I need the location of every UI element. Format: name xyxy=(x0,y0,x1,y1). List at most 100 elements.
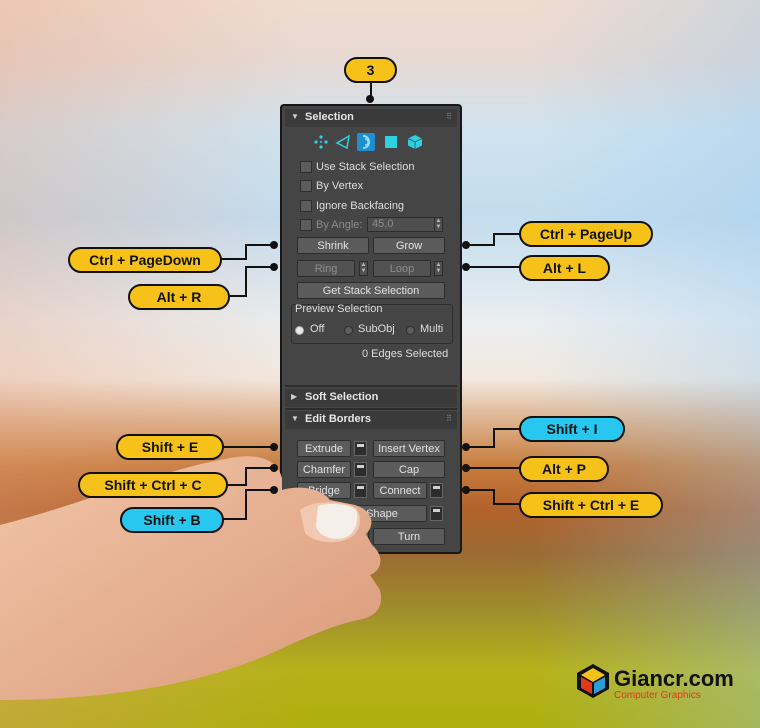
angle-field[interactable]: 45,0 xyxy=(367,217,435,232)
connector-wire xyxy=(245,467,275,469)
collapse-arrow-icon: ▼ xyxy=(291,414,299,423)
edit-tri-button[interactable] xyxy=(297,528,369,545)
collapse-arrow-icon: ▼ xyxy=(291,112,299,121)
loop-spinner[interactable]: ▲▼ xyxy=(434,261,443,276)
checkbox-label: Use Stack Selection xyxy=(316,161,415,173)
grip-icon: ⠿ xyxy=(446,112,452,121)
shrink-button[interactable]: Shrink xyxy=(297,237,369,254)
connect-settings-icon[interactable] xyxy=(430,483,443,498)
border-icon[interactable] xyxy=(357,133,375,151)
connector-wire xyxy=(493,428,521,430)
extrude-button[interactable]: Extrude xyxy=(297,440,351,457)
shortcut-connect: Shift + Ctrl + E xyxy=(519,492,663,518)
logo-subtitle: Computer Graphics xyxy=(614,690,701,701)
shortcut-shrink: Ctrl + PageDown xyxy=(68,247,222,273)
by-angle-checkbox[interactable]: By Angle: xyxy=(300,218,362,232)
create-shape-button[interactable]: Shape xyxy=(297,505,427,522)
vertex-icon[interactable] xyxy=(312,133,330,151)
checkbox-label: By Angle: xyxy=(316,219,363,231)
rollout-divider xyxy=(285,408,457,410)
connector-wire xyxy=(222,518,247,520)
rollout-title: Edit Borders xyxy=(305,413,372,425)
insert-vertex-button[interactable]: Insert Vertex xyxy=(373,440,445,457)
rollout-selection-header[interactable]: ▼ Selection ⠿ xyxy=(285,109,457,127)
connector-wire xyxy=(493,503,521,505)
cap-button[interactable]: Cap xyxy=(373,461,445,478)
connector-wire xyxy=(245,244,247,260)
connector-wire xyxy=(245,467,247,485)
preview-selection-group: Preview Selection Off SubObj Multi xyxy=(291,303,453,344)
ring-button[interactable]: Ring xyxy=(297,260,355,277)
connector-wire xyxy=(245,489,275,491)
grip-icon: ⠿ xyxy=(446,414,452,423)
bridge-button[interactable]: Bridge xyxy=(297,482,351,499)
shortcut-cap: Alt + P xyxy=(519,456,609,482)
connector-wire xyxy=(466,266,521,268)
shortcut-insert-vertex: Shift + I xyxy=(519,416,625,442)
angle-spinner[interactable]: ▲▼ xyxy=(434,217,443,232)
badge-wire xyxy=(370,83,372,99)
checkbox-label: By Vertex xyxy=(316,180,364,192)
connector-wire xyxy=(220,258,247,260)
preview-off-label: Off xyxy=(310,323,325,335)
badge-dot xyxy=(366,95,374,103)
use-stack-selection-checkbox[interactable]: Use Stack Selection xyxy=(300,160,414,174)
connector-wire xyxy=(245,489,247,519)
loop-button[interactable]: Loop xyxy=(373,260,431,277)
ring-spinner[interactable]: ▲▼ xyxy=(359,261,368,276)
shortcut-loop: Alt + L xyxy=(519,255,610,281)
connector-wire xyxy=(466,489,494,491)
preview-multi-radio[interactable] xyxy=(406,326,415,335)
shortcut-chamfer: Shift + Ctrl + C xyxy=(78,472,228,498)
connector-wire xyxy=(245,266,247,296)
connector-wire xyxy=(466,446,494,448)
selection-status: 0 Edges Selected xyxy=(362,348,449,360)
connector-wire xyxy=(466,467,521,469)
chamfer-settings-icon[interactable] xyxy=(354,462,367,477)
connect-button[interactable]: Connect xyxy=(373,482,427,499)
by-vertex-checkbox[interactable]: By Vertex xyxy=(300,179,363,193)
shortcut-extrude: Shift + E xyxy=(116,434,224,460)
element-icon[interactable] xyxy=(406,133,424,151)
connector-wire xyxy=(493,489,495,505)
connector-wire xyxy=(222,446,274,448)
preview-subobj-label: SubObj xyxy=(358,323,395,335)
preview-multi-label: Multi xyxy=(420,323,444,335)
create-shape-settings-icon[interactable] xyxy=(430,506,443,521)
chamfer-button[interactable]: Chamfer xyxy=(297,461,351,478)
rollout-edit-borders-header[interactable]: ▼ Edit Borders ⠿ xyxy=(285,411,457,429)
modifier-panel: ▼ Selection ⠿ Use Stack Selection By Ver… xyxy=(280,104,462,554)
connector-wire xyxy=(466,244,494,246)
checkbox-label: Ignore Backfacing xyxy=(316,200,405,212)
connector-wire xyxy=(245,244,275,246)
connector-wire xyxy=(228,295,247,297)
preview-selection-title: Preview Selection xyxy=(295,303,383,315)
get-stack-selection-button[interactable]: Get Stack Selection xyxy=(297,282,445,299)
polygon-icon[interactable] xyxy=(382,133,400,151)
connector-wire xyxy=(493,233,495,246)
connector-dot xyxy=(270,443,278,451)
bridge-settings-icon[interactable] xyxy=(354,483,367,498)
grow-button[interactable]: Grow xyxy=(373,237,445,254)
connector-wire xyxy=(245,266,275,268)
shortcut-bridge: Shift + B xyxy=(120,507,224,533)
connector-wire xyxy=(493,428,495,448)
preview-subobj-radio[interactable] xyxy=(344,326,353,335)
create-shape-label: Shape xyxy=(366,507,398,520)
step-badge: 3 xyxy=(344,57,397,83)
shortcut-grow: Ctrl + PageUp xyxy=(519,221,653,247)
giancr-logo: Giancr.com Computer Graphics xyxy=(574,662,734,702)
connector-wire xyxy=(493,233,521,235)
cube-logo-icon xyxy=(577,664,609,698)
rollout-soft-selection-header[interactable]: ▶ Soft Selection xyxy=(285,389,457,407)
expand-arrow-icon: ▶ xyxy=(291,392,298,401)
ignore-backfacing-checkbox[interactable]: Ignore Backfacing xyxy=(300,199,404,213)
rollout-title: Soft Selection xyxy=(305,391,379,403)
shortcut-ring: Alt + R xyxy=(128,284,230,310)
turn-button[interactable]: Turn xyxy=(373,528,445,545)
edge-icon[interactable] xyxy=(334,133,352,151)
extrude-settings-icon[interactable] xyxy=(354,441,367,456)
preview-off-radio[interactable] xyxy=(295,326,304,335)
rollout-divider xyxy=(285,385,457,387)
connector-wire xyxy=(226,484,247,486)
